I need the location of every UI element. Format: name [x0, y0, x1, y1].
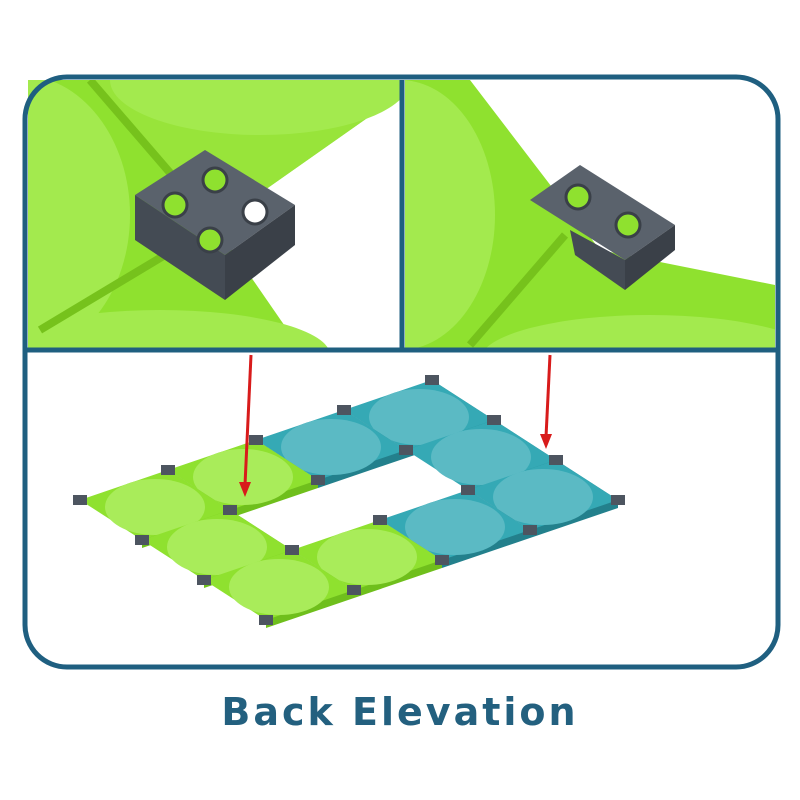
tile-green	[80, 470, 230, 548]
battery-disc	[431, 429, 531, 485]
connector-icon	[425, 375, 439, 385]
connector-icon	[259, 615, 273, 625]
detail-panel-left	[28, 80, 400, 348]
connector-icon	[135, 535, 149, 545]
connector-icon	[311, 475, 325, 485]
connector-icon	[161, 465, 175, 475]
connector-icon	[249, 435, 263, 445]
tile-assembly	[73, 375, 625, 628]
tile-teal	[256, 410, 406, 488]
tile-teal	[406, 420, 556, 498]
battery-disc	[369, 389, 469, 445]
tile-green	[142, 510, 292, 588]
connector-icon	[73, 495, 87, 505]
battery-disc	[317, 529, 417, 585]
battery-disc	[229, 559, 329, 615]
connector-icon	[487, 415, 501, 425]
connector-brick-icon	[530, 165, 675, 290]
caption-title: Back Elevation	[221, 690, 579, 734]
tile-green	[168, 440, 318, 518]
connector-icon	[337, 405, 351, 415]
connector-brick-icon	[135, 150, 295, 300]
pointer-arrow-left	[239, 354, 253, 497]
connector-icon	[435, 555, 449, 565]
connector-icon	[223, 505, 237, 515]
detail-panel-right	[405, 80, 775, 348]
tile-teal	[380, 490, 530, 568]
connector-icon	[549, 455, 563, 465]
battery-disc	[193, 449, 293, 505]
connector-icon	[461, 485, 475, 495]
tile-green	[204, 550, 354, 628]
battery-disc	[167, 519, 267, 575]
connector-icon	[399, 445, 413, 455]
pointer-arrow-right	[540, 354, 552, 449]
battery-disc	[281, 419, 381, 475]
connector-icon	[611, 495, 625, 505]
connector-icon	[523, 525, 537, 535]
connector-icon	[347, 585, 361, 595]
connector-icon	[373, 515, 387, 525]
tile-green	[292, 520, 442, 598]
frame-border	[22, 74, 781, 670]
battery-disc	[493, 469, 593, 525]
tile-teal	[344, 380, 494, 458]
connector-icon	[285, 545, 299, 555]
connector-icon	[197, 575, 211, 585]
battery-disc	[105, 479, 205, 535]
battery-disc	[405, 499, 505, 555]
tile-teal	[468, 460, 618, 538]
